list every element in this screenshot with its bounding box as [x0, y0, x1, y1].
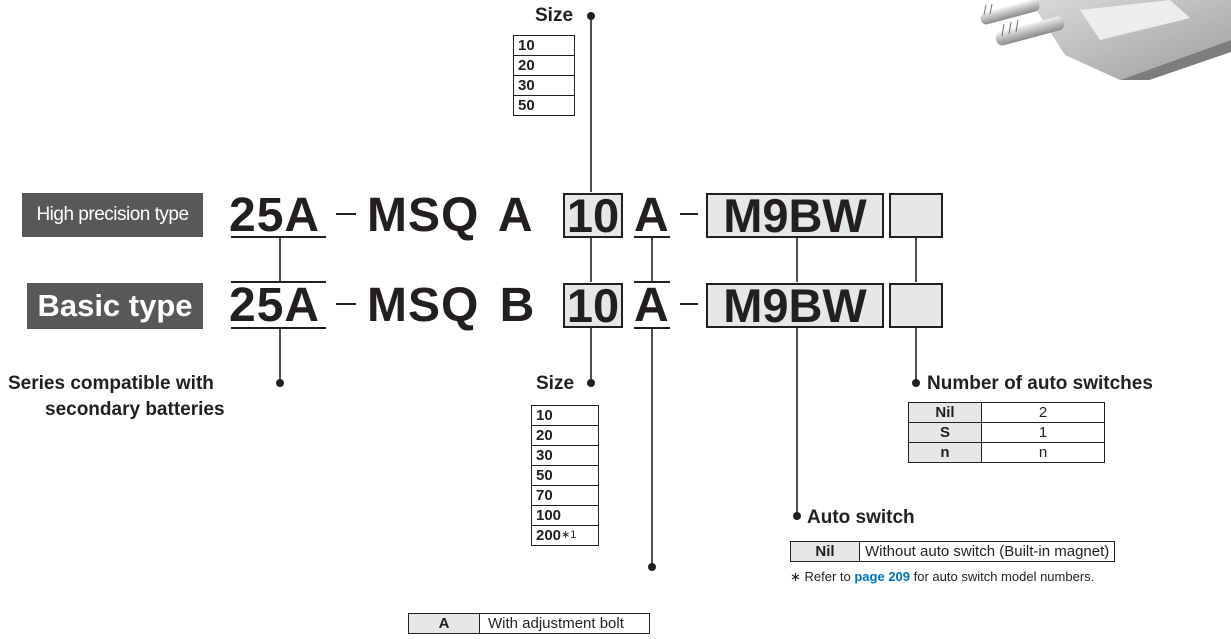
size-basic-title: Size — [536, 373, 575, 394]
count-key: S — [908, 422, 982, 443]
dash-high-1 — [336, 213, 356, 215]
page-link[interactable]: page 209 — [854, 569, 911, 584]
size-row: 50 — [531, 465, 599, 486]
size-value: 20 — [513, 55, 575, 76]
count-title: Number of auto switches — [927, 373, 1153, 394]
adjust-underline-basic — [634, 327, 670, 329]
size-value: 20 — [531, 425, 599, 446]
series-code-basic: 25A — [229, 279, 321, 332]
adjustment-value: With adjustment bolt — [479, 613, 650, 634]
size-high-table: 10 20 30 50 — [513, 35, 575, 116]
series-code-high: 25A — [229, 189, 321, 242]
high-precision-badge: High precision type — [22, 193, 203, 237]
size-row: 70 — [531, 485, 599, 506]
size-basic-table: 10 20 30 50 70 100 200∗1 — [531, 405, 599, 546]
size-row: 100 — [531, 505, 599, 526]
switch-box-basic: M9BW — [706, 282, 884, 329]
size-row: 10 — [513, 35, 575, 56]
size-footnote-mark: ∗1 — [561, 529, 577, 541]
auto-switch-title: Auto switch — [807, 507, 915, 528]
size-value: 200∗1 — [531, 525, 599, 546]
size-value: 30 — [513, 75, 575, 96]
body-code-high: MSQ A — [367, 189, 534, 242]
count-key: n — [908, 442, 982, 463]
auto-switch-key: Nil — [790, 541, 860, 562]
size-value: 50 — [531, 465, 599, 486]
count-box-high — [889, 193, 943, 238]
size-row: 30 — [513, 75, 575, 96]
bullet-count — [912, 379, 920, 387]
auto-switch-value: Without auto switch (Built-in magnet) — [858, 541, 1116, 562]
count-value: n — [981, 442, 1105, 463]
bullet-switch — [793, 512, 801, 520]
adjust-underline-high — [634, 236, 670, 238]
size-row: 20 — [531, 425, 599, 446]
size-row: 20 — [513, 55, 575, 76]
bullet-size-high — [587, 12, 595, 20]
series-overline-basic — [231, 281, 326, 283]
size-value: 10 — [531, 405, 599, 426]
series-underline-basic — [231, 327, 326, 329]
size-value-text: 200 — [536, 527, 562, 544]
series-label-line1: Series compatible with — [8, 373, 214, 394]
count-key: Nil — [908, 402, 982, 423]
count-value: 2 — [981, 402, 1105, 423]
size-value: 30 — [531, 445, 599, 466]
series-label-line2: secondary batteries — [45, 399, 225, 420]
adjust-code-high: A — [634, 189, 670, 242]
size-value: 50 — [513, 95, 575, 116]
size-row: 200∗1 — [531, 525, 599, 546]
size-row: 50 — [513, 95, 575, 116]
size-value: 70 — [531, 485, 599, 506]
basic-badge: Basic type — [27, 283, 203, 329]
count-value: 1 — [981, 422, 1105, 443]
size-value: 10 — [513, 35, 575, 56]
dash-basic-1 — [336, 303, 356, 305]
size-box-basic: 10 — [563, 282, 623, 329]
body-code-basic: MSQ B — [367, 279, 536, 332]
dash-basic-2 — [680, 303, 698, 305]
note-suffix: for auto switch model numbers. — [910, 569, 1095, 584]
adjust-overline-basic — [634, 281, 670, 283]
size-value: 100 — [531, 505, 599, 526]
dash-high-2 — [680, 213, 698, 215]
size-high-title: Size — [535, 5, 574, 26]
size-box-high: 10 — [563, 192, 623, 239]
bullet-size-basic — [587, 379, 595, 387]
auto-switch-note: ∗ Refer to page 209 for auto switch mode… — [790, 569, 1094, 585]
size-row: 10 — [531, 405, 599, 426]
cylinder-photo — [980, 0, 1231, 80]
count-box-basic — [889, 283, 943, 328]
series-underline-high — [231, 236, 326, 238]
note-prefix: ∗ Refer to — [790, 569, 855, 584]
adjustment-key: A — [408, 613, 480, 634]
switch-box-high: M9BW — [706, 192, 884, 239]
adjust-code-basic: A — [634, 279, 670, 332]
size-row: 30 — [531, 445, 599, 466]
bullet-series — [276, 379, 284, 387]
bullet-adjust — [648, 563, 656, 571]
